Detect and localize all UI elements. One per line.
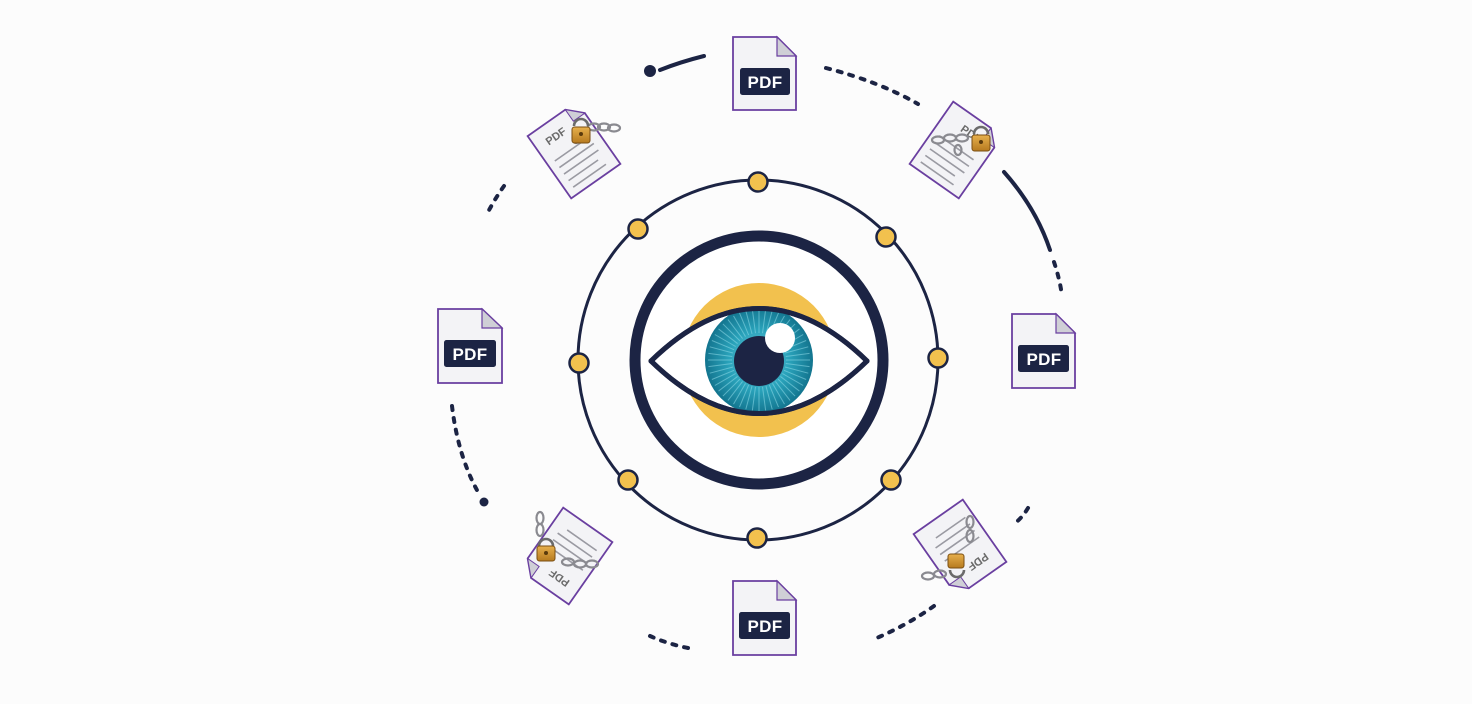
iris-ray [718,328,738,344]
orbit-node [627,218,649,240]
pdf-label: PDF [748,73,783,92]
orbit-arc-dotted-bottom-center [648,634,690,650]
iris-ray [709,346,734,354]
iris-ray [745,310,753,335]
iris-ray [709,366,734,374]
iris-ray [714,373,736,386]
iris-ray [768,384,779,408]
iris-ray [714,334,736,347]
iris-ray [783,369,807,380]
iris-ray [782,373,804,386]
orbit-dot-top [644,65,656,77]
outer-orbit [450,54,1064,650]
orbit-node [927,347,949,369]
pdf-file-icon: PDF [732,579,798,656]
iris-ray [751,309,756,334]
iris-ray [722,323,741,342]
locked-pdf-file-icon: PDF [526,108,622,200]
orbit-arc-dotted-right [1052,260,1064,298]
iris-ray [784,346,809,354]
orbit-node [568,352,590,374]
iris-ray [785,352,810,357]
pdf-label: PDF [453,345,488,364]
iris-ray [785,363,810,368]
orbit-arc-dotted-top-left [484,184,506,218]
iris-ray [765,310,773,335]
iris-ray [708,352,733,357]
orbit-arc-solid-top [658,54,706,72]
pdf-file-icon: PDF [1011,312,1077,389]
iris-ray [762,309,767,334]
orbit-arc-dotted-top-right [824,66,920,106]
orbit-node [747,171,769,193]
orbit-node [880,469,902,491]
orbit-arc-dotted-bottom-right [1012,506,1030,526]
padlock-chain-icon [535,510,600,569]
padlock-chain-icon [920,514,975,581]
iris-ray [727,319,743,339]
eye-icon [629,230,889,490]
iris-ray [722,378,741,397]
padlock-chain-icon [571,117,622,145]
iris-ray [775,381,791,401]
orbit-node [746,527,768,549]
iris-ray [733,315,746,337]
locked-pdf-file-icon: PDF [912,498,1008,590]
orbit-dot-left [479,497,489,507]
iris-ray [718,376,738,392]
iris-ray [780,376,800,392]
iris-ray [772,383,785,405]
iris-ray [727,381,743,401]
orbit-arc-dotted-left [450,404,480,494]
iris-ray [711,340,735,351]
pdf-label: PDF [1027,350,1062,369]
orbit-arc-solid-right [1002,170,1052,252]
iris-ray [733,383,746,405]
locked-pdf-file-icon: PDF [526,506,614,606]
iris-ray [745,385,753,410]
iris-ray [739,312,750,336]
pdf-file-icon: PDF [732,35,798,111]
padlock-chain-icon [930,125,991,157]
iris-ray [762,386,767,411]
orbit-node [617,469,639,491]
iris-ray [708,363,733,368]
orbit-nodes [568,171,949,549]
iris-ray [751,386,756,411]
iris-ray [777,378,796,397]
pdf-label: PDF [748,617,783,636]
iris-ray [711,369,735,380]
iris-ray [784,366,809,374]
pdf-file-icon: PDF [437,307,504,384]
iris-ray [765,385,773,410]
orbit-arc-dotted-bottom [870,604,936,642]
orbit-node [875,226,897,248]
iris-ray [739,384,750,408]
